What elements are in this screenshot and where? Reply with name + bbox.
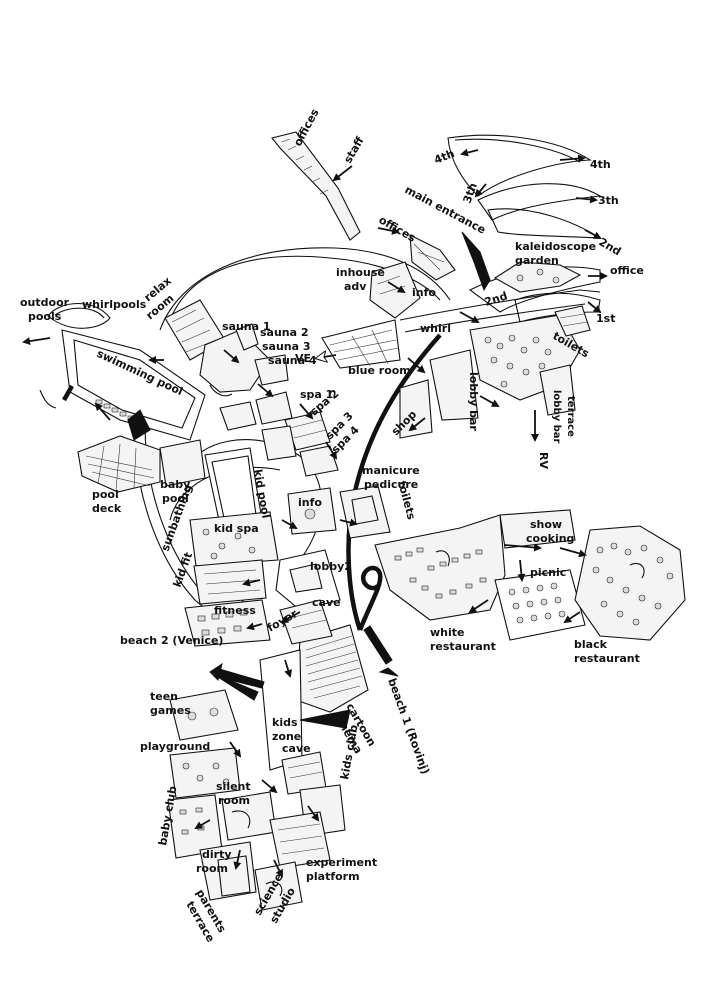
white-restaurant-block xyxy=(374,514,506,621)
label-kaleidoscope-2: garden xyxy=(515,254,559,267)
baby-pool-block xyxy=(159,439,206,487)
fitness-block xyxy=(184,599,271,647)
label-sauna1: sauna 1 xyxy=(222,320,271,333)
science-studio-block xyxy=(254,861,303,911)
label-pedicure: pedicure xyxy=(364,478,418,491)
label-pool-deck-1: pool xyxy=(92,488,119,501)
label-black-restaurant: restaurant xyxy=(574,652,640,665)
black-restaurant-block xyxy=(574,525,686,641)
label-baby-pool-1: baby xyxy=(160,478,190,491)
entrance-band xyxy=(399,231,601,333)
cave-mid-block xyxy=(279,599,333,645)
label-info-mid: info xyxy=(298,496,322,509)
beach-arrows xyxy=(209,625,399,689)
teen-games-block xyxy=(169,689,239,741)
label-silent-room: room xyxy=(218,794,250,807)
lobby-bar-block xyxy=(399,314,581,442)
playground-block xyxy=(169,747,241,799)
label-kid-fit: kid fit xyxy=(171,551,196,589)
label-kaleidoscope-1: kaleidoscope xyxy=(515,240,596,253)
inhouse-adv-block xyxy=(369,261,421,319)
kids-zone-corridor xyxy=(209,649,351,771)
kid-pool-block xyxy=(204,447,263,526)
label-white: white xyxy=(430,626,464,639)
label-baby-pool-2: pool xyxy=(162,492,189,505)
label-show: show xyxy=(530,518,562,531)
label-whirl: whirl xyxy=(420,322,451,335)
kid-spa-block xyxy=(189,511,279,567)
label-inhouse: inhouse xyxy=(336,266,385,279)
label-sauna3: sauna 3 xyxy=(262,340,311,353)
label-rv: RV xyxy=(537,452,550,469)
label-silent: silent xyxy=(216,780,251,793)
label-beach2: beach 2 (Venice) xyxy=(120,634,223,647)
label-beach1: beach 1 (Rovinj) xyxy=(385,677,432,776)
label-whirlpools: whirlpools xyxy=(82,298,147,311)
label-experiment: experiment xyxy=(306,856,377,869)
kid-fit-block xyxy=(193,559,267,605)
label-info-top: info xyxy=(412,286,436,299)
label-pool-deck-2: deck xyxy=(92,502,122,515)
blue-room-block xyxy=(318,319,401,369)
label-2nd-a: 2nd xyxy=(597,235,624,258)
label-sauna4: sauna 4 xyxy=(268,354,317,367)
label-games: games xyxy=(150,704,191,717)
label-kid-spa: kid spa xyxy=(214,522,259,535)
label-offices-top: offices xyxy=(291,106,322,148)
label-2nd-b: 2nd xyxy=(483,289,509,309)
connector-arrows xyxy=(94,226,500,878)
label-cave-mid: cave xyxy=(312,596,341,609)
label-outdoor: outdoor xyxy=(20,296,70,309)
kaleidoscope-garden xyxy=(493,261,582,293)
parents-terrace-block xyxy=(217,855,251,897)
experiment-platform-block xyxy=(269,811,331,869)
label-picnic: picnic xyxy=(530,566,566,579)
label-lobby-bar: lobby bar xyxy=(467,372,480,431)
sauna-cluster xyxy=(199,323,293,431)
label-dirty: dirty xyxy=(202,848,232,861)
label-white-restaurant: restaurant xyxy=(430,640,496,653)
silent-room-block xyxy=(221,791,277,841)
label-4th-b: 4th xyxy=(590,158,611,171)
label-fitness: fitness xyxy=(214,604,256,617)
outdoor-pools-block xyxy=(22,303,111,346)
label-teen: teen xyxy=(150,690,178,703)
label-office: office xyxy=(610,264,644,277)
label-spa1: spa 1 xyxy=(300,388,333,401)
label-ve: VE xyxy=(295,352,311,365)
toilets-top-block xyxy=(554,305,591,337)
label-cooking: cooking xyxy=(526,532,574,545)
label-4th-a: 4th xyxy=(432,147,456,167)
upper-levels xyxy=(447,134,608,323)
show-cooking-block xyxy=(499,509,576,549)
label-kids-zone-2: zone xyxy=(272,730,301,743)
label-1st: 1st xyxy=(596,312,615,325)
label-black: black xyxy=(574,638,608,651)
label-platform: platform xyxy=(306,870,360,883)
label-adv: adv xyxy=(344,280,367,293)
offices-corridor xyxy=(271,131,361,241)
cartoon-cinema-block xyxy=(295,624,369,713)
label-lobby-bar-terrace-2: terrace xyxy=(565,396,576,437)
label-3th-b: 3th xyxy=(598,194,619,207)
picnic-block xyxy=(494,569,586,641)
label-pools: pools xyxy=(28,310,62,323)
spa-cluster xyxy=(261,411,339,477)
label-playground: playground xyxy=(140,740,210,753)
label-staff: staff xyxy=(341,135,366,166)
label-3th-a: 3th xyxy=(461,181,480,205)
promenade-hook xyxy=(357,565,383,631)
label-blue-room: blue room xyxy=(348,364,411,377)
label-manicure: manicure xyxy=(362,464,420,477)
label-dirty-room: room xyxy=(196,862,228,875)
label-lobby2: lobby2 xyxy=(310,560,352,573)
label-kids-zone-1: kids xyxy=(272,716,298,729)
label-lobby-bar-terrace-1: lobby bar xyxy=(551,390,562,444)
info-mid-block xyxy=(287,487,337,535)
label-sauna2: sauna 2 xyxy=(260,326,309,339)
pool-deck-block xyxy=(77,409,161,493)
label-cave-low: cave xyxy=(282,742,311,755)
